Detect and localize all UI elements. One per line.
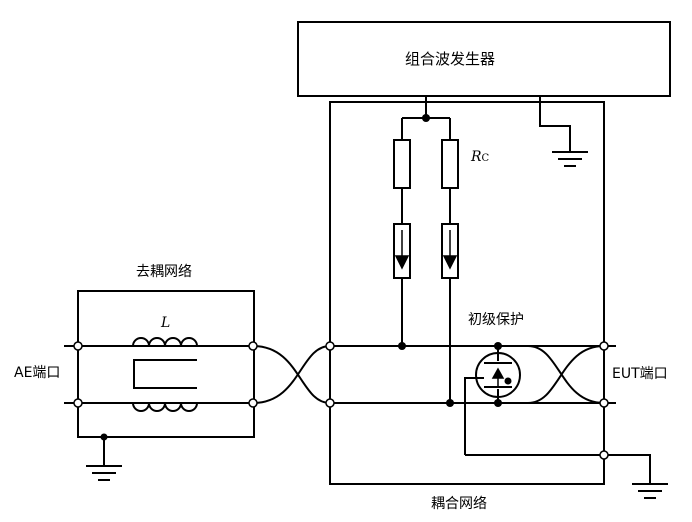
twisted-pair-left [252, 345, 331, 404]
ae-port-label: AE端口 [14, 365, 61, 381]
terminal [599, 398, 609, 408]
resistor-right [441, 139, 459, 189]
resistor-subscript: C [481, 153, 490, 164]
resistor-symbol: R [471, 149, 482, 165]
inductor-bottom [78, 402, 253, 412]
junction-dot [422, 114, 430, 122]
decoupling-ground [86, 437, 122, 481]
generator-box [297, 21, 671, 97]
inductor-top [78, 337, 253, 347]
coupling-network-box [329, 101, 605, 485]
resistor-left [393, 139, 411, 189]
twisted-pair-right [527, 345, 605, 404]
junction-dot [100, 433, 108, 441]
terminal [248, 398, 258, 408]
decoupling-network-box [77, 290, 255, 438]
inductor-label: L [161, 315, 171, 331]
terminal [73, 398, 83, 408]
generator-label: 组合波发生器 [405, 50, 496, 68]
junction-dot [398, 342, 406, 350]
terminal [599, 341, 609, 351]
generator-ground [539, 96, 588, 167]
junction-dot [504, 377, 512, 385]
coupling-lines [330, 345, 604, 404]
coupling-ground [465, 454, 668, 499]
inductor-core [133, 359, 197, 389]
terminal [325, 398, 335, 408]
junction-dot [494, 342, 502, 350]
primary-protection-label: 初级保护 [468, 312, 524, 328]
terminal [599, 450, 609, 460]
eut-port-label: EUT端口 [612, 366, 668, 382]
junction-dot [494, 399, 502, 407]
terminal [325, 341, 335, 351]
terminal [73, 341, 83, 351]
primary-protection [464, 346, 521, 455]
resistor-label: RC [471, 150, 489, 164]
coupling-network-label: 耦合网络 [431, 496, 487, 512]
ae-lines [64, 345, 253, 404]
terminal [248, 341, 258, 351]
junction-dot [446, 399, 454, 407]
decoupling-network-label: 去耦网络 [136, 264, 192, 280]
